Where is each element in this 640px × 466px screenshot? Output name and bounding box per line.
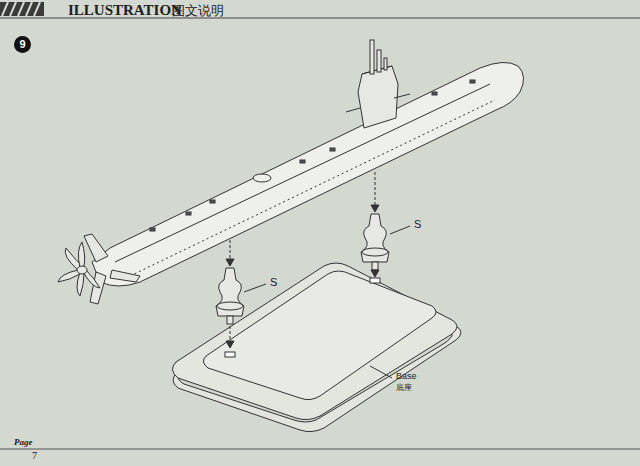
stand-parts <box>216 214 389 324</box>
assembly-arrows <box>226 172 379 348</box>
part-letter: S <box>414 219 421 230</box>
header-title-chinese: 图文说明 <box>172 4 224 17</box>
header-title: ILLUSTRATION <box>68 3 182 18</box>
page-number: 7 <box>32 451 37 461</box>
base-drawing <box>172 263 461 432</box>
part-name: Base <box>396 372 417 381</box>
footer-rule <box>0 449 640 450</box>
step-number: 9 <box>14 36 31 53</box>
part-letter: S <box>270 277 277 288</box>
submarine-drawing <box>58 40 524 304</box>
page-word: Page <box>14 438 33 447</box>
part-name-chinese: 底座 <box>396 384 412 392</box>
header-bar <box>0 2 640 18</box>
leader-lines <box>244 226 410 378</box>
